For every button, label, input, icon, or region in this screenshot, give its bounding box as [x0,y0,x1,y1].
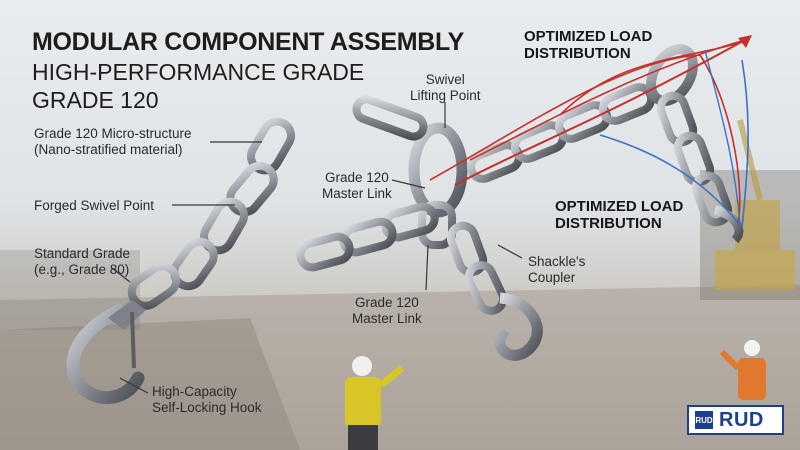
callout-forged-swivel: Forged Swivel Point [34,198,155,213]
page-title: MODULAR COMPONENT ASSEMBLY [32,28,465,56]
chain-link [170,237,218,291]
chain-link [226,161,278,217]
connector-link [418,201,456,249]
worker-figure-center [345,356,405,450]
chain-link [127,262,181,310]
horizontal-chain-left [296,202,439,272]
rud-logo-mark-icon: RUD [695,411,713,429]
load-distribution-lines [429,35,752,229]
callout-hook: High-Capacity Self-Locking Hook [152,384,262,415]
rud-logo: RUD RUD [687,405,784,435]
descending-chain-right [656,91,744,244]
page-subtitle: HIGH-PERFORMANCE GRADE [32,59,365,85]
callout-micro-structure: Grade 120 Micro-structure (Nano-stratifi… [34,126,192,157]
callout-standard-grade: Standard Grade (e.g., Grade 80) [34,246,131,277]
grade-label: GRADE 120 [32,87,159,113]
rud-logo-text: RUD [719,408,764,431]
arrow-head-icon [738,35,752,48]
worker-figure-right [719,340,766,400]
master-link-ring [408,122,468,218]
shackle-hook [494,292,543,361]
self-locking-hook [66,300,146,405]
callout-master-link-upper: Grade 120 Master Link [322,170,392,201]
callout-swivel-lifting-point: Swivel Lifting Point [410,72,481,103]
label-load-distribution-top: OPTIMIZED LOAD DISTRIBUTION [524,28,653,62]
swivel-plate [352,95,428,141]
master-link-assembly [352,95,468,249]
label-load-distribution-mid: OPTIMIZED LOAD DISTRIBUTION [555,198,684,232]
leader-lines [111,102,523,394]
callout-shackle-coupler: Shackle's Coupler [528,254,586,285]
lower-chain [446,221,543,361]
left-chain [127,117,295,310]
callout-master-link-lower: Grade 120 Master Link [352,295,422,326]
